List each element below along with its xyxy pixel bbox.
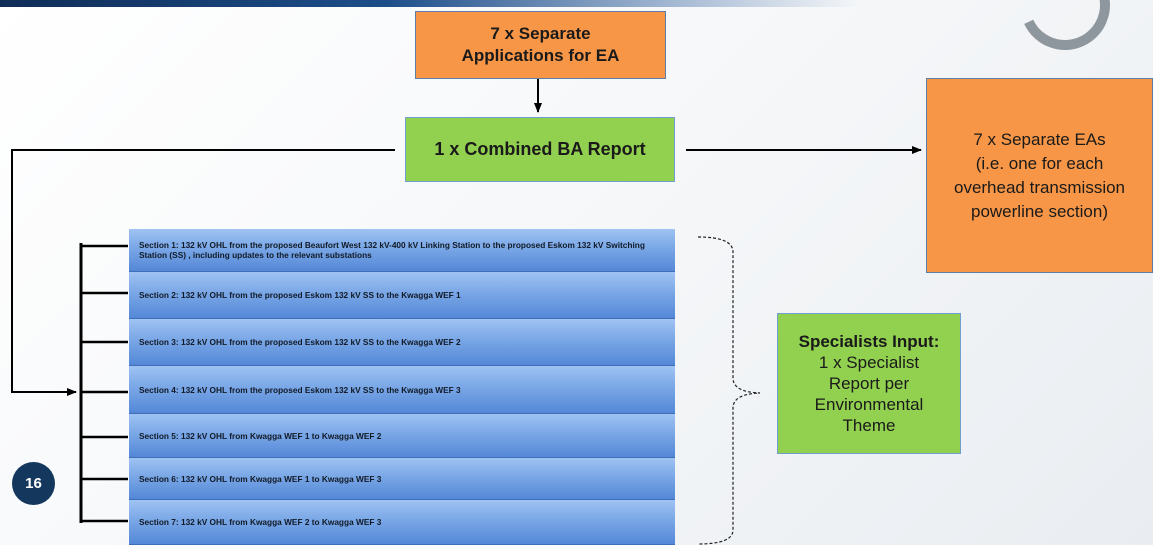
section-1: Section 1: 132 kV OHL from the proposed … — [129, 229, 675, 272]
slide-number-badge: 16 — [12, 462, 55, 505]
header-bar — [0, 0, 860, 7]
brace-dashed — [697, 236, 761, 545]
loop-line — [11, 149, 395, 396]
combined-report-box: 1 x Combined BA Report — [405, 117, 675, 182]
section-7: Section 7: 132 kV OHL from Kwagga WEF 2 … — [129, 500, 675, 545]
applications-box: 7 x Separate Applications for EA — [415, 11, 666, 79]
specialists-title: Specialists Input: — [798, 332, 940, 351]
separate-eas-box: 7 x Separate EAs (i.e. one for each over… — [926, 78, 1153, 273]
section-6: Section 6: 132 kV OHL from Kwagga WEF 1 … — [129, 458, 675, 500]
section-5: Section 5: 132 kV OHL from Kwagga WEF 1 … — [129, 414, 675, 458]
specialists-input-box: Specialists Input: 1 x Specialist Report… — [777, 313, 961, 454]
specialists-body: 1 x Specialist Report per Environmental … — [814, 353, 924, 435]
section-2: Section 2: 132 kV OHL from the proposed … — [129, 272, 675, 319]
section-4: Section 4: 132 kV OHL from the proposed … — [129, 366, 675, 414]
section-3: Section 3: 132 kV OHL from the proposed … — [129, 319, 675, 366]
